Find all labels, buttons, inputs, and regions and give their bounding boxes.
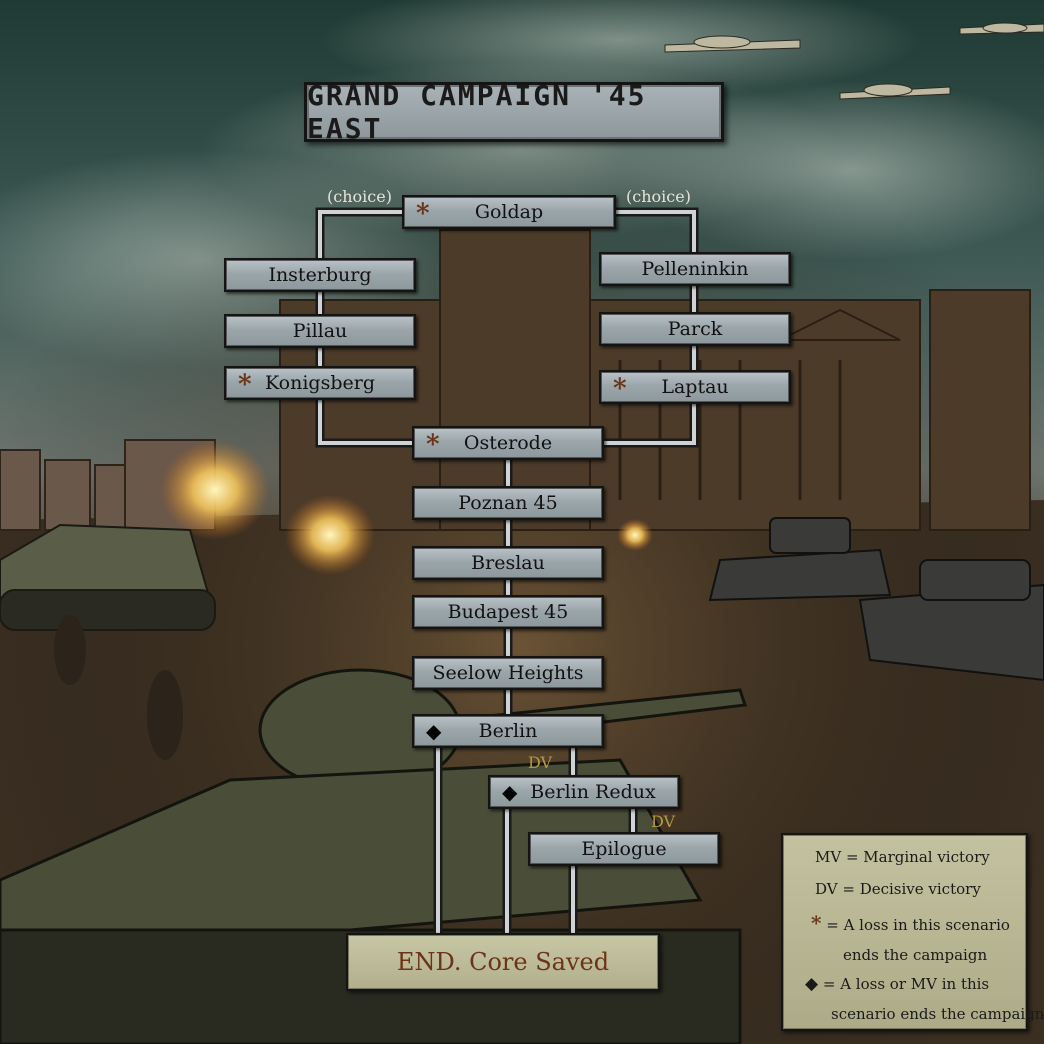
scenario-osterode[interactable]: * Osterode <box>412 426 604 460</box>
legend-dv: DV = Decisive victory <box>815 880 981 898</box>
asterisk-icon: * <box>613 376 627 402</box>
choice-label-left: (choice) <box>327 187 392 206</box>
scenario-label: Epilogue <box>581 838 666 860</box>
legend-asterisk-row: * = A loss in this scenario <box>811 911 1010 935</box>
legend-diamond-row: ◆ = A loss or MV in this <box>805 974 989 994</box>
asterisk-icon: * <box>426 432 440 458</box>
scenario-label: Goldap <box>475 201 543 223</box>
scenario-pelleninkin[interactable]: Pelleninkin <box>599 252 791 286</box>
legend-panel: MV = Marginal victory DV = Decisive vict… <box>781 833 1028 1031</box>
scenario-budapest[interactable]: Budapest 45 <box>412 595 604 629</box>
scenario-parck[interactable]: Parck <box>599 312 791 346</box>
choice-label-right: (choice) <box>626 187 691 206</box>
scenario-konigsberg[interactable]: * Konigsberg <box>224 366 416 400</box>
asterisk-icon: * <box>811 911 821 935</box>
scenario-label: Berlin Redux <box>530 781 655 803</box>
scenario-label: Seelow Heights <box>433 662 584 684</box>
legend-asterisk-text: = A loss in this scenario <box>826 916 1010 934</box>
dv-path-label: DV <box>528 753 552 772</box>
scenario-breslau[interactable]: Breslau <box>412 546 604 580</box>
dv-path-label: DV <box>651 812 675 831</box>
legend-asterisk-text-2: ends the campaign <box>843 946 987 964</box>
scenario-laptau[interactable]: * Laptau <box>599 370 791 404</box>
diamond-icon: ◆ <box>805 974 818 994</box>
diamond-icon: ◆ <box>426 721 441 741</box>
end-core-saved[interactable]: END. Core Saved <box>346 933 660 991</box>
scenario-label: Parck <box>668 318 723 340</box>
scenario-label: Pelleninkin <box>642 258 749 280</box>
scenario-insterburg[interactable]: Insterburg <box>224 258 416 292</box>
scenario-epilogue[interactable]: Epilogue <box>528 832 720 866</box>
scenario-seelow[interactable]: Seelow Heights <box>412 656 604 690</box>
scenario-label: Poznan 45 <box>458 492 557 514</box>
scenario-label: Budapest 45 <box>448 601 569 623</box>
scenario-berlin-redux[interactable]: ◆ Berlin Redux <box>488 775 680 809</box>
asterisk-icon: * <box>416 201 430 227</box>
diamond-icon: ◆ <box>502 782 517 802</box>
scenario-label: Berlin <box>479 720 538 742</box>
scenario-goldap[interactable]: * Goldap <box>402 195 616 229</box>
scenario-label: Laptau <box>661 376 728 398</box>
scenario-poznan[interactable]: Poznan 45 <box>412 486 604 520</box>
scenario-label: Osterode <box>464 432 552 454</box>
scenario-pillau[interactable]: Pillau <box>224 314 416 348</box>
legend-mv: MV = Marginal victory <box>815 848 990 866</box>
asterisk-icon: * <box>238 372 252 398</box>
legend-diamond-text: = A loss or MV in this <box>823 975 989 993</box>
legend-diamond-text-2: scenario ends the campaign <box>831 1005 1044 1023</box>
scenario-label: Insterburg <box>268 264 371 286</box>
scenario-berlin[interactable]: ◆ Berlin <box>412 714 604 748</box>
scenario-label: Breslau <box>471 552 545 574</box>
scenario-label: Pillau <box>293 320 348 342</box>
scenario-label: Konigsberg <box>265 372 375 394</box>
campaign-title: GRAND CAMPAIGN '45 EAST <box>304 82 724 142</box>
